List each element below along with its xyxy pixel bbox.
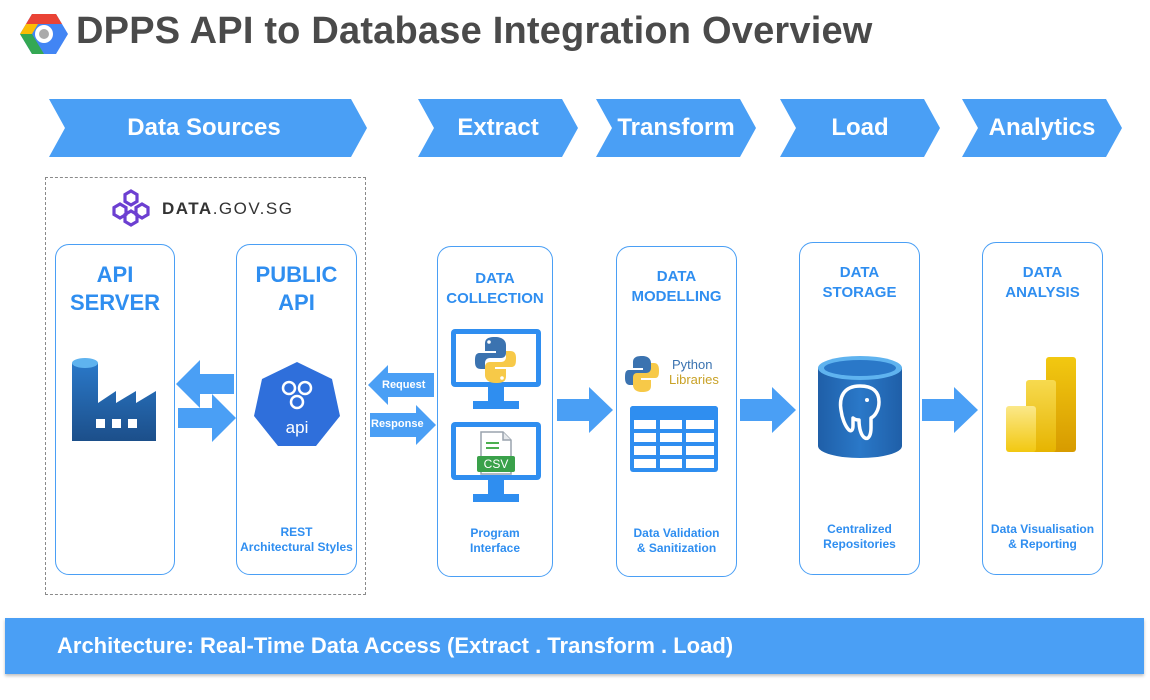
architecture-banner: Architecture: Real-Time Data Access (Ext… <box>5 618 1144 674</box>
data-sources-group <box>45 177 366 595</box>
card-footer: Data Validation& Sanitization <box>633 526 720 555</box>
response-label: Response <box>371 418 424 430</box>
svg-text:Python: Python <box>672 357 712 372</box>
svg-text:CSV: CSV <box>484 457 509 471</box>
stage-transform: Transform <box>596 99 756 157</box>
flow-arrow <box>922 387 978 433</box>
csv-monitor-icon: CSV <box>451 422 541 502</box>
api-sync-arrows <box>176 360 236 442</box>
table-icon <box>630 406 718 472</box>
power-bi-icon <box>1006 357 1076 452</box>
kubernetes-api-icon: api <box>254 362 340 446</box>
data-gov-sg-logo-icon <box>112 189 150 227</box>
factory-icon <box>72 358 156 441</box>
stage-load: Load <box>780 99 940 157</box>
python-libraries-icon: Python Libraries <box>625 356 719 392</box>
svg-text:api: api <box>286 418 309 437</box>
architecture-banner-text: Architecture: Real-Time Data Access (Ext… <box>57 633 734 658</box>
stage-label: Analytics <box>988 114 1096 141</box>
request-label: Request <box>382 379 426 391</box>
flow-arrow <box>557 387 613 433</box>
svg-text:Libraries: Libraries <box>669 372 719 387</box>
data-gov-sg-logo-text: DATA.GOV.SG <box>162 199 294 218</box>
page-title: DPPS API to Database Integration Overvie… <box>76 10 873 52</box>
stage-label: Data Sources <box>127 114 281 141</box>
stage-label: Extract <box>457 114 539 141</box>
stage-extract: Extract <box>418 99 578 157</box>
flow-arrow <box>740 387 796 433</box>
stage-data-sources: Data Sources <box>49 99 367 157</box>
stage-label: Load <box>831 114 889 141</box>
postgresql-icon <box>818 356 902 458</box>
stage-label: Transform <box>617 114 735 141</box>
python-monitor-icon <box>451 329 541 409</box>
request-response-arrows <box>368 365 436 445</box>
card-footer: Data Visualisation& Reporting <box>990 522 1095 551</box>
google-cloud-icon <box>20 14 68 54</box>
stage-analytics: Analytics <box>962 99 1122 157</box>
